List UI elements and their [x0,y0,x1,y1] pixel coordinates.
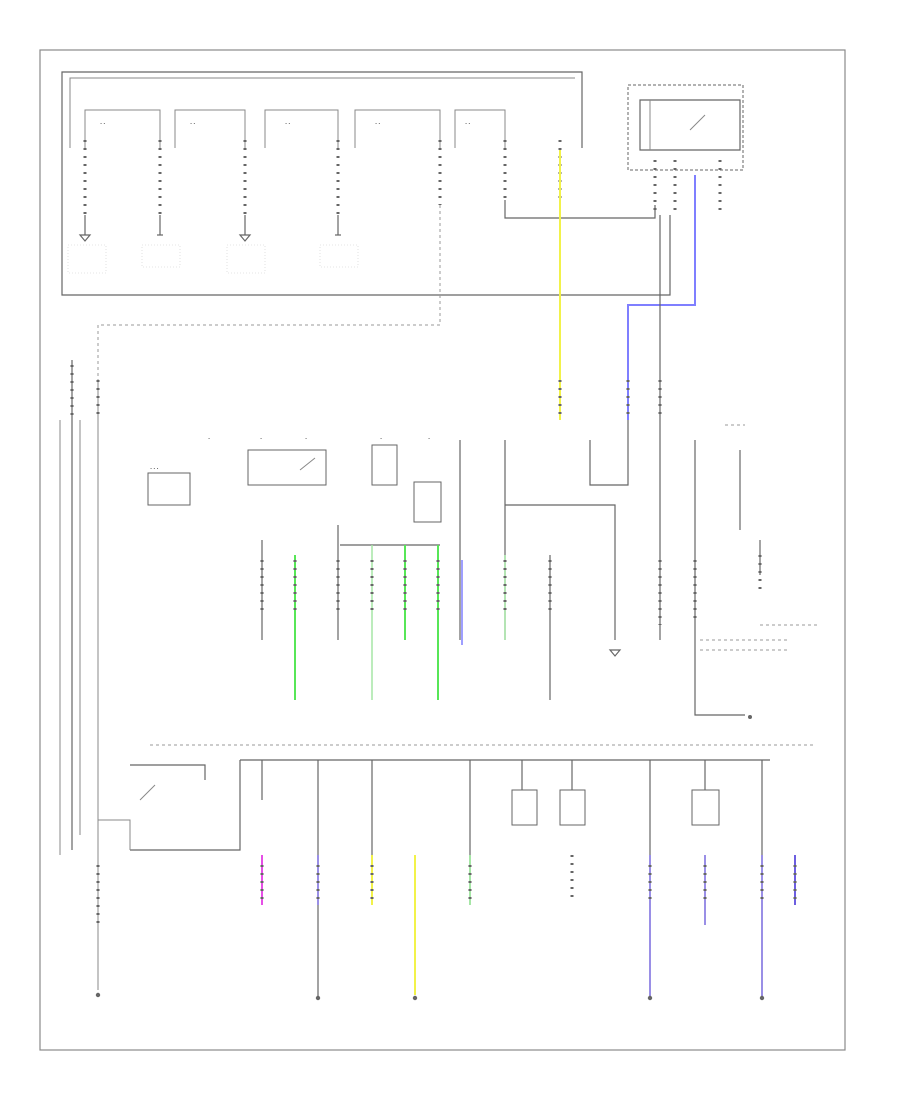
component-box-1 [147,472,191,506]
top-switch-row: • • • • • • • • • • [84,109,506,148]
bottom-section [95,744,815,1001]
feed-wire-2 [504,200,656,219]
svg-text:•: • [208,437,210,441]
svg-text:•: • [305,437,307,441]
svg-text:•: • [380,437,382,441]
svg-text:• •: • • [190,122,195,126]
relay-box [627,84,744,215]
switch-box [247,449,327,486]
svg-text:•: • [260,437,262,441]
blue-wire-top [627,175,696,420]
middle-section: • • • • • • • • [147,420,820,719]
bottom-relay-2 [559,789,586,826]
svg-text:• •: • • [465,122,470,126]
colored-runs-top [558,150,696,420]
bottom-relay-3 [691,789,720,826]
top-connectors [83,140,562,215]
svg-text:• •: • • [285,122,290,126]
svg-text:• • •: • • • [150,467,159,471]
diagram-frame [39,49,846,1051]
relay-box-3 [413,481,442,523]
left-feed-wires [59,360,100,990]
feed-wire-3 [97,205,441,380]
svg-text:• •: • • [100,122,105,126]
relay-box-2 [371,444,398,486]
svg-text:•: • [428,437,430,441]
bottom-relay-1 [511,789,538,826]
top-ground-symbols [67,215,359,274]
svg-text:• •: • • [375,122,380,126]
feed-wire-1 [61,148,671,296]
top-bus-section: • • • • • • • • • • [61,71,744,380]
